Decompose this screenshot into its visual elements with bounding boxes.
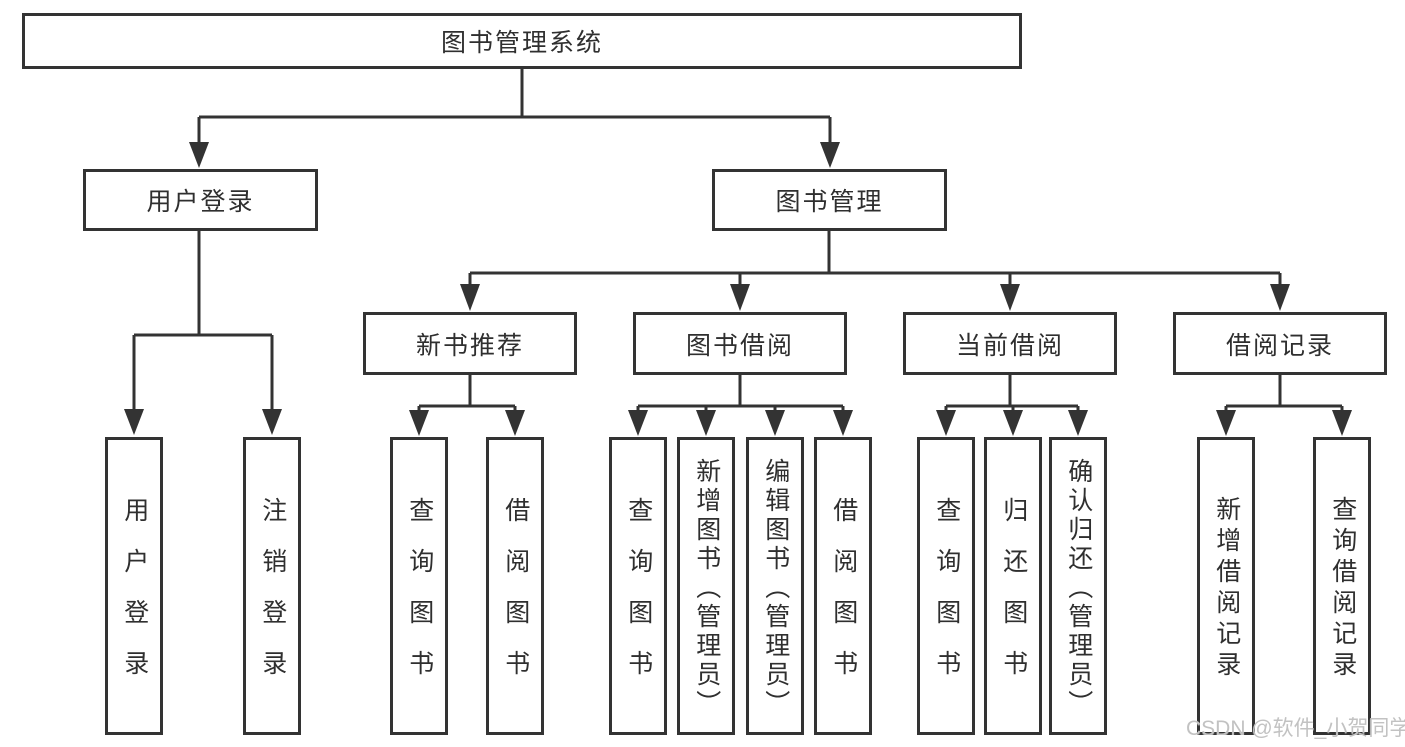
node-leaf-borrow-books-2: 借阅图书 [814, 437, 872, 735]
node-leaf-add-books-admin: 新增图书（管理员） [677, 437, 735, 735]
node-book-borrowing-label: 图书借阅 [685, 331, 794, 360]
node-leaf-search-books-2-label: 查询图书 [624, 497, 653, 701]
node-leaf-search-books-1: 查询图书 [390, 437, 448, 735]
node-leaf-confirm-return-admin-label: 确认归还（管理员） [1064, 457, 1093, 719]
node-book-management-label: 图书管理 [775, 188, 884, 216]
node-leaf-borrow-books-2-label: 借阅图书 [829, 497, 858, 701]
connector-borrowing-records-to-leaves [1216, 375, 1352, 436]
node-book-management: 图书管理 [712, 169, 947, 231]
connector-new-books-to-leaves [409, 375, 525, 436]
connector-current-borrowing-to-leaves [936, 375, 1088, 436]
node-leaf-add-borrow-record: 新增借阅记录 [1197, 437, 1255, 735]
node-leaf-logout-label: 注销登录 [258, 497, 287, 701]
node-leaf-search-books-3: 查询图书 [917, 437, 975, 735]
node-user-login: 用户登录 [83, 169, 318, 231]
connector-root-to-level1 [189, 69, 840, 168]
node-leaf-user-login-label: 用户登录 [120, 497, 149, 701]
node-leaf-borrow-books-1: 借阅图书 [486, 437, 544, 735]
node-leaf-search-books-3-label: 查询图书 [932, 497, 961, 701]
node-borrowing-records: 借阅记录 [1173, 312, 1387, 375]
node-library-system-label: 图书管理系统 [440, 29, 603, 57]
connector-book-management-to-level2 [460, 231, 1290, 311]
connector-book-borrowing-to-leaves [628, 375, 853, 436]
node-leaf-edit-books-admin-label: 编辑图书（管理员） [761, 457, 790, 719]
node-leaf-borrow-books-1-label: 借阅图书 [501, 497, 530, 701]
node-current-borrowing: 当前借阅 [903, 312, 1117, 375]
node-book-borrowing: 图书借阅 [633, 312, 847, 375]
node-new-books-label: 新书推荐 [415, 331, 524, 360]
node-leaf-return-books-label: 归还图书 [999, 497, 1028, 701]
connector-user-login-to-leaves [124, 231, 282, 435]
node-leaf-search-borrow-record: 查询借阅记录 [1313, 437, 1371, 735]
node-borrowing-records-label: 借阅记录 [1225, 331, 1334, 360]
node-leaf-confirm-return-admin: 确认归还（管理员） [1049, 437, 1107, 735]
node-leaf-search-borrow-record-label: 查询借阅记录 [1328, 496, 1357, 682]
node-leaf-user-login: 用户登录 [105, 437, 163, 735]
csdn-watermark: CSDN @软件_小贺同学 [1186, 717, 1405, 740]
node-leaf-return-books: 归还图书 [984, 437, 1042, 735]
node-user-login-label: 用户登录 [146, 188, 255, 216]
node-leaf-search-books-1-label: 查询图书 [405, 497, 434, 701]
node-current-borrowing-label: 当前借阅 [955, 331, 1064, 360]
node-leaf-edit-books-admin: 编辑图书（管理员） [746, 437, 804, 735]
node-new-books: 新书推荐 [363, 312, 577, 375]
node-library-system: 图书管理系统 [22, 13, 1022, 69]
node-leaf-add-books-admin-label: 新增图书（管理员） [692, 457, 721, 719]
node-leaf-search-books-2: 查询图书 [609, 437, 667, 735]
node-leaf-logout: 注销登录 [243, 437, 301, 735]
node-leaf-add-borrow-record-label: 新增借阅记录 [1212, 496, 1241, 682]
